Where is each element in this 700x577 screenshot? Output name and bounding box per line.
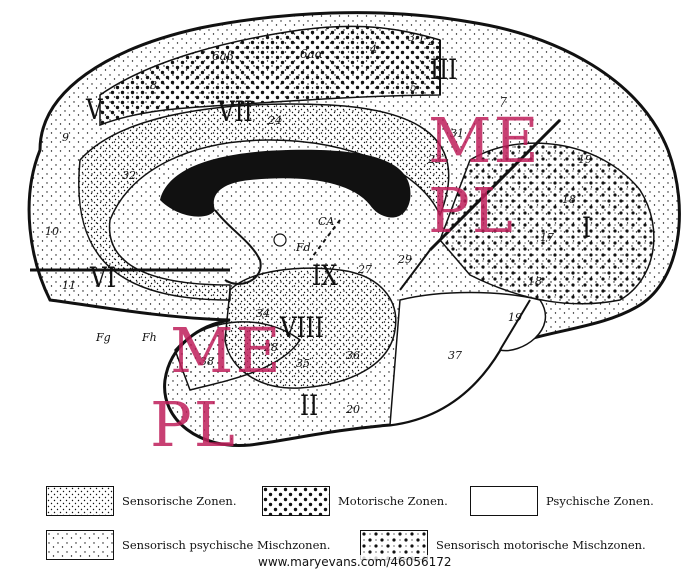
region-label-34: 34 [256,307,270,320]
region-label-6aa: 6aα [300,47,323,61]
region-label-29: 29 [398,253,412,266]
region-label-35: 35 [296,357,310,370]
zone-label-VI: VI [90,261,116,294]
legend-label: Sensorische Zonen. [122,494,237,508]
legend-label: Sensorisch psychische Mischzonen. [122,538,331,552]
region-label-28: 28 [264,341,278,354]
boundary-line-4 [399,249,431,291]
legend-item-motor: Motorische Zonen. [262,486,448,516]
region-label-37: 37 [448,349,462,362]
foramen-circle [273,233,287,247]
region-label-17: 17 [540,231,554,244]
legend-label: Psychische Zonen. [546,494,654,508]
region-label-19b: 19 [508,311,522,324]
region-label-23: 23 [428,153,442,166]
zone-label-III: III [430,53,458,86]
zone-label-VII: VII [218,95,253,128]
watermark-pl-upper: PL [428,174,515,247]
psychic-zone-lower [389,291,547,426]
region-label-20: 20 [346,403,360,416]
image-credit: www.maryevans.com/4605​6172 [255,555,455,569]
region-label-38: 38 [200,355,214,368]
swatch-coarse-dots [262,486,330,516]
region-label-7: 7 [500,95,507,108]
region-label-36: 36 [346,349,360,362]
region-label-6ab: 6aβ [212,49,234,63]
legend-label: Sensorisch motorische Mischzonen. [436,538,646,552]
watermark-pl-lower: PL [150,388,237,461]
swatch-blank [470,486,538,516]
region-label-27: 27 [358,263,372,276]
region-label-8: 8 [150,79,157,92]
region-label-18a: 18 [562,193,576,206]
region-label-11: 11 [62,279,76,292]
region-label-9: 9 [62,131,69,144]
watermark-me-upper: ME [428,104,541,177]
legend-item-psychic: Psychische Zonen. [470,486,654,516]
sensory-band-cingulate [78,103,450,301]
region-label-4: 4 [370,43,377,56]
swatch-sparse-dots [46,530,114,560]
region-label-fd: Fd [296,241,311,254]
legend-item-sensory-psychic: Sensorisch psychische Mischzonen. [46,530,330,560]
zone-label-I: I [582,211,592,244]
legend-label: Motorische Zonen. [338,494,448,508]
zone-label-II: II [300,389,319,422]
region-label-2: 2 [428,35,435,48]
zone-label-IX: IX [312,259,338,292]
region-label-24: 24 [268,114,282,127]
legend-item-sensory: Sensorische Zonen. [46,486,237,516]
region-label-3: 3 [408,31,415,44]
region-label-19a: 19 [578,153,592,166]
region-label-1: 1 [418,33,425,46]
region-label-31: 31 [450,127,464,140]
region-label-fh: Fh [142,331,157,344]
dashed-fissure [309,219,341,261]
region-label-5: 5 [410,81,417,94]
legend-item-sensory-motor: Sensorisch motorische Mischzonen. [360,530,646,560]
region-label-32: 32 [122,169,136,182]
region-label-ca: CA [318,215,335,228]
region-label-fg: Fg [96,331,111,344]
boundary-line-5 [499,299,531,351]
zone-label-VIII: VIII [280,311,324,344]
region-label-18b: 18 [528,275,542,288]
temporal-band [174,321,302,391]
region-label-10: 10 [45,225,59,238]
corpus-callosum [160,149,411,218]
swatch-fine-dots [46,486,114,516]
watermark-me-lower: ME [170,314,283,387]
boundary-line-3 [428,118,562,252]
zone-label-V: V [86,93,103,126]
